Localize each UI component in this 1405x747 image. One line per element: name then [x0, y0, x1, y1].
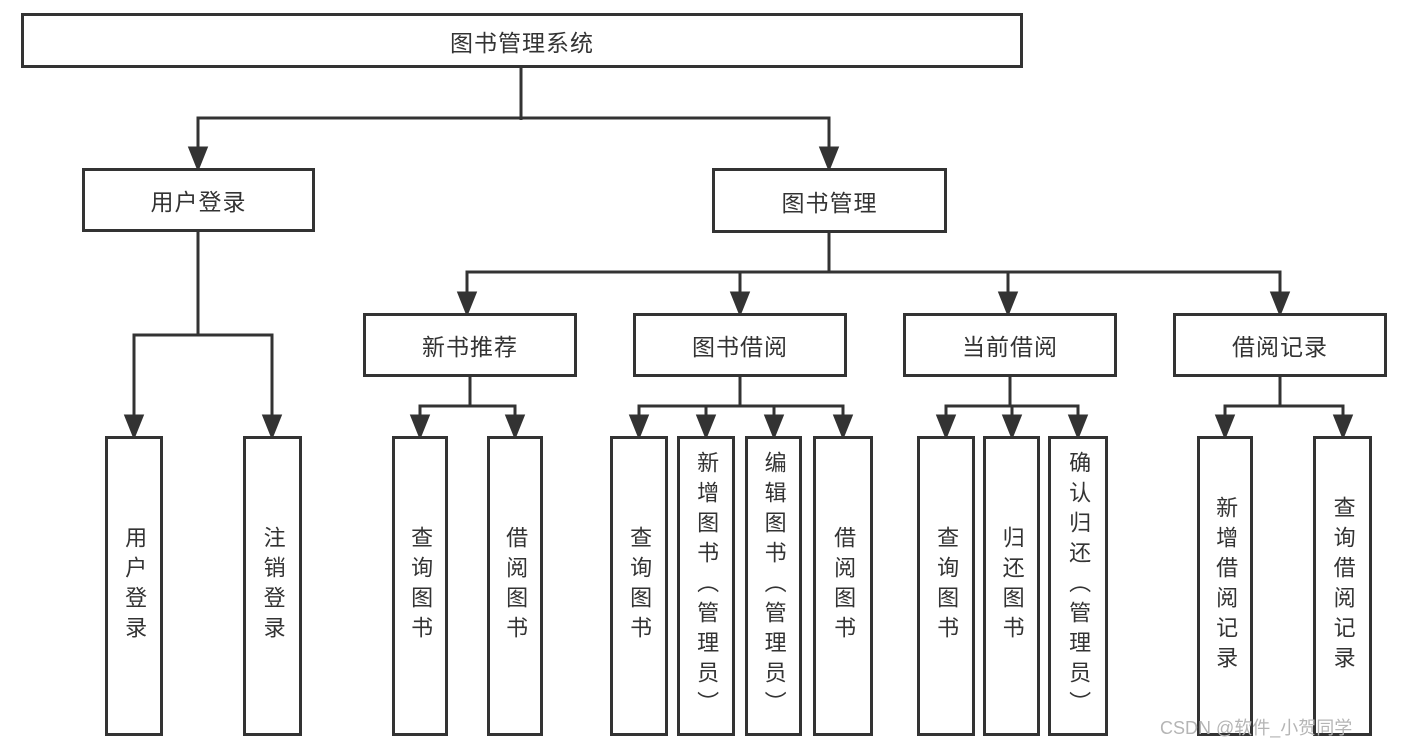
leaf-query-books-2: 查询图书 [610, 436, 668, 736]
node-new-book-recommend: 新书推荐 [363, 313, 577, 377]
leaf-borrow-books-1-label: 借阅图书 [503, 526, 529, 646]
arrow-down-icon [997, 291, 1019, 318]
leaf-user-login: 用户登录 [105, 436, 163, 736]
node-book-management: 图书管理 [712, 168, 947, 233]
arrow-down-icon [187, 146, 209, 173]
leaf-query-books-1: 查询图书 [392, 436, 448, 736]
arrow-down-icon [832, 414, 854, 441]
node-current-borrow-label: 当前借阅 [962, 334, 1058, 360]
arrow-down-icon [1001, 414, 1023, 441]
leaf-query-books-1-label: 查询图书 [408, 526, 434, 646]
leaf-query-borrow-record: 查询借阅记录 [1313, 436, 1372, 736]
node-user-login: 用户登录 [82, 168, 315, 232]
leaf-borrow-books-2: 借阅图书 [813, 436, 873, 736]
leaf-borrow-books-2-label: 借阅图书 [831, 526, 857, 646]
leaf-user-login-label: 用户登录 [122, 526, 148, 646]
arrow-down-icon [1214, 414, 1236, 441]
leaf-add-borrow-record-label: 新增借阅记录 [1213, 496, 1239, 676]
arrow-down-icon [695, 414, 717, 441]
leaf-edit-books-admin-label: 编辑图书（管理员） [761, 451, 787, 721]
leaf-confirm-return-admin-label: 确认归还（管理员） [1066, 451, 1092, 721]
leaf-return-books-label: 归还图书 [999, 526, 1025, 646]
arrow-down-icon [935, 414, 957, 441]
node-new-book-recommend-label: 新书推荐 [422, 334, 518, 360]
leaf-return-books: 归还图书 [983, 436, 1040, 736]
arrow-down-icon [261, 414, 283, 441]
arrow-down-icon [409, 414, 431, 441]
arrow-down-icon [729, 291, 751, 318]
arrow-down-icon [628, 414, 650, 441]
leaf-confirm-return-admin: 确认归还（管理员） [1048, 436, 1108, 736]
node-root-label: 图书管理系统 [450, 29, 594, 56]
node-current-borrow: 当前借阅 [903, 313, 1117, 377]
arrow-down-icon [1269, 291, 1291, 318]
leaf-query-books-3-label: 查询图书 [934, 526, 960, 646]
node-book-borrow-label: 图书借阅 [692, 334, 788, 360]
watermark: CSDN @软件_小贺同学 [1160, 718, 1353, 738]
leaf-add-borrow-record: 新增借阅记录 [1197, 436, 1253, 736]
arrow-down-icon [1067, 414, 1089, 441]
leaf-logout: 注销登录 [243, 436, 302, 736]
node-user-login-label: 用户登录 [150, 189, 247, 215]
leaf-borrow-books-1: 借阅图书 [487, 436, 543, 736]
leaf-logout-label: 注销登录 [260, 526, 286, 646]
leaf-query-books-3: 查询图书 [917, 436, 975, 736]
arrow-down-icon [123, 414, 145, 441]
leaf-add-books-admin: 新增图书（管理员） [677, 436, 735, 736]
leaf-query-books-2-label: 查询图书 [627, 526, 653, 646]
leaf-add-books-admin-label: 新增图书（管理员） [694, 451, 720, 721]
arrow-down-icon [504, 414, 526, 441]
node-root: 图书管理系统 [21, 13, 1023, 68]
leaf-query-borrow-record-label: 查询借阅记录 [1330, 496, 1356, 676]
arrow-down-icon [818, 146, 840, 173]
node-book-management-label: 图书管理 [781, 189, 878, 216]
node-book-borrow: 图书借阅 [633, 313, 847, 377]
arrow-down-icon [456, 291, 478, 318]
leaf-edit-books-admin: 编辑图书（管理员） [745, 436, 802, 736]
node-borrow-records: 借阅记录 [1173, 313, 1387, 377]
node-borrow-records-label: 借阅记录 [1232, 334, 1328, 360]
arrow-down-icon [763, 414, 785, 441]
arrow-down-icon [1332, 414, 1354, 441]
